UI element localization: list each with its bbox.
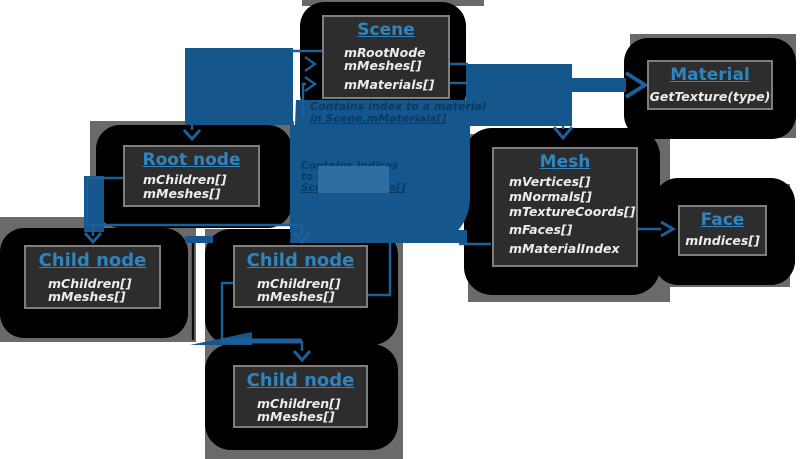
arrowhead-mesh <box>552 126 574 141</box>
child3-member-mchildren: mChildren[] <box>257 396 341 411</box>
scene-member-mrootnode: mRootNode <box>344 45 426 60</box>
flow-shape-left-column <box>185 48 293 125</box>
flow-shape-central-mass <box>290 64 572 243</box>
arrowhead-into-scene-mmaterials <box>304 76 318 92</box>
connector-root-mchildren <box>85 176 123 225</box>
arrowhead-child2 <box>292 232 312 245</box>
flow-shape-root-left-flank <box>84 176 104 232</box>
mesh-title: Mesh <box>539 152 591 172</box>
child2-member-mmeshes: mMeshes[] <box>257 289 335 304</box>
root-member-mchildren: mChildren[] <box>143 172 227 187</box>
material-note-line2: in Scene.mMaterials[] <box>310 112 447 125</box>
child1-member-mchildren: mChildren[] <box>48 276 132 291</box>
arrowhead-material <box>624 71 649 99</box>
child-node-3-title: Child node <box>246 370 355 391</box>
child-node-1: Child node mChildren[] mMeshes[] <box>24 245 161 309</box>
mesh-member-mmaterialindex: mMaterialIndex <box>509 241 620 256</box>
face-member-mindices: mIndices[] <box>685 233 760 248</box>
mesh-member-mfaces: mFaces[] <box>509 222 573 237</box>
material-member-gettexture: GetTexture(type) <box>649 89 771 104</box>
child1-member-mmeshes: mMeshes[] <box>48 289 126 304</box>
mesh-member-mtexturecoords: mTextureCoords[] <box>509 204 636 219</box>
connector-child2-mchildren <box>220 281 233 339</box>
mesh-member-mvertices: mVertices[] <box>509 174 591 189</box>
scene-member-mmaterials: mMaterials[] <box>344 77 435 92</box>
arrowhead-child1 <box>83 232 103 245</box>
child2-member-mchildren: mChildren[] <box>257 276 341 291</box>
child-node-2-title: Child node <box>246 250 355 271</box>
connector-into-scene-mmaterials <box>301 82 306 116</box>
face-node: Face mIndices[] <box>678 205 767 256</box>
scene-title: Scene <box>357 20 415 40</box>
root-node-title: Root node <box>142 150 241 170</box>
arrowhead-child3 <box>292 350 312 363</box>
arrowhead-face <box>660 220 676 238</box>
child-node-3: Child node mChildren[] mMeshes[] <box>233 365 368 428</box>
scene-node: Scene mRootNode mMeshes[] mMaterials[] <box>322 15 450 99</box>
arrowhead-into-scene-mmeshes <box>304 56 318 72</box>
material-title: Material <box>670 65 750 85</box>
note-overlay-patch <box>318 166 389 193</box>
material-index-note: Contains index to a material in Scene.mM… <box>310 101 490 125</box>
root-node: Root node mChildren[] mMeshes[] <box>123 145 260 207</box>
face-title: Face <box>700 210 745 230</box>
child-node-2: Child node mChildren[] mMeshes[] <box>233 245 368 308</box>
material-arrow-bar <box>570 78 626 92</box>
root-member-mmeshes: mMeshes[] <box>143 186 221 201</box>
flow-shape-materialindex-block <box>400 230 467 243</box>
material-note-line1: Contains index to a material <box>310 100 486 113</box>
child-node-1-title: Child node <box>38 250 147 271</box>
arrowhead-rootnode <box>182 129 202 142</box>
connector-child2-mmeshes-up <box>368 243 392 297</box>
scene-member-mmeshes: mMeshes[] <box>344 58 422 73</box>
mesh-node: Mesh mVertices[] mNormals[] mTextureCoor… <box>492 147 638 267</box>
child3-member-mmeshes: mMeshes[] <box>257 409 335 424</box>
flow-shape-gap-bar <box>185 236 213 243</box>
mesh-member-mnormals: mNormals[] <box>509 189 592 204</box>
material-node: Material GetTexture(type) <box>647 60 773 110</box>
